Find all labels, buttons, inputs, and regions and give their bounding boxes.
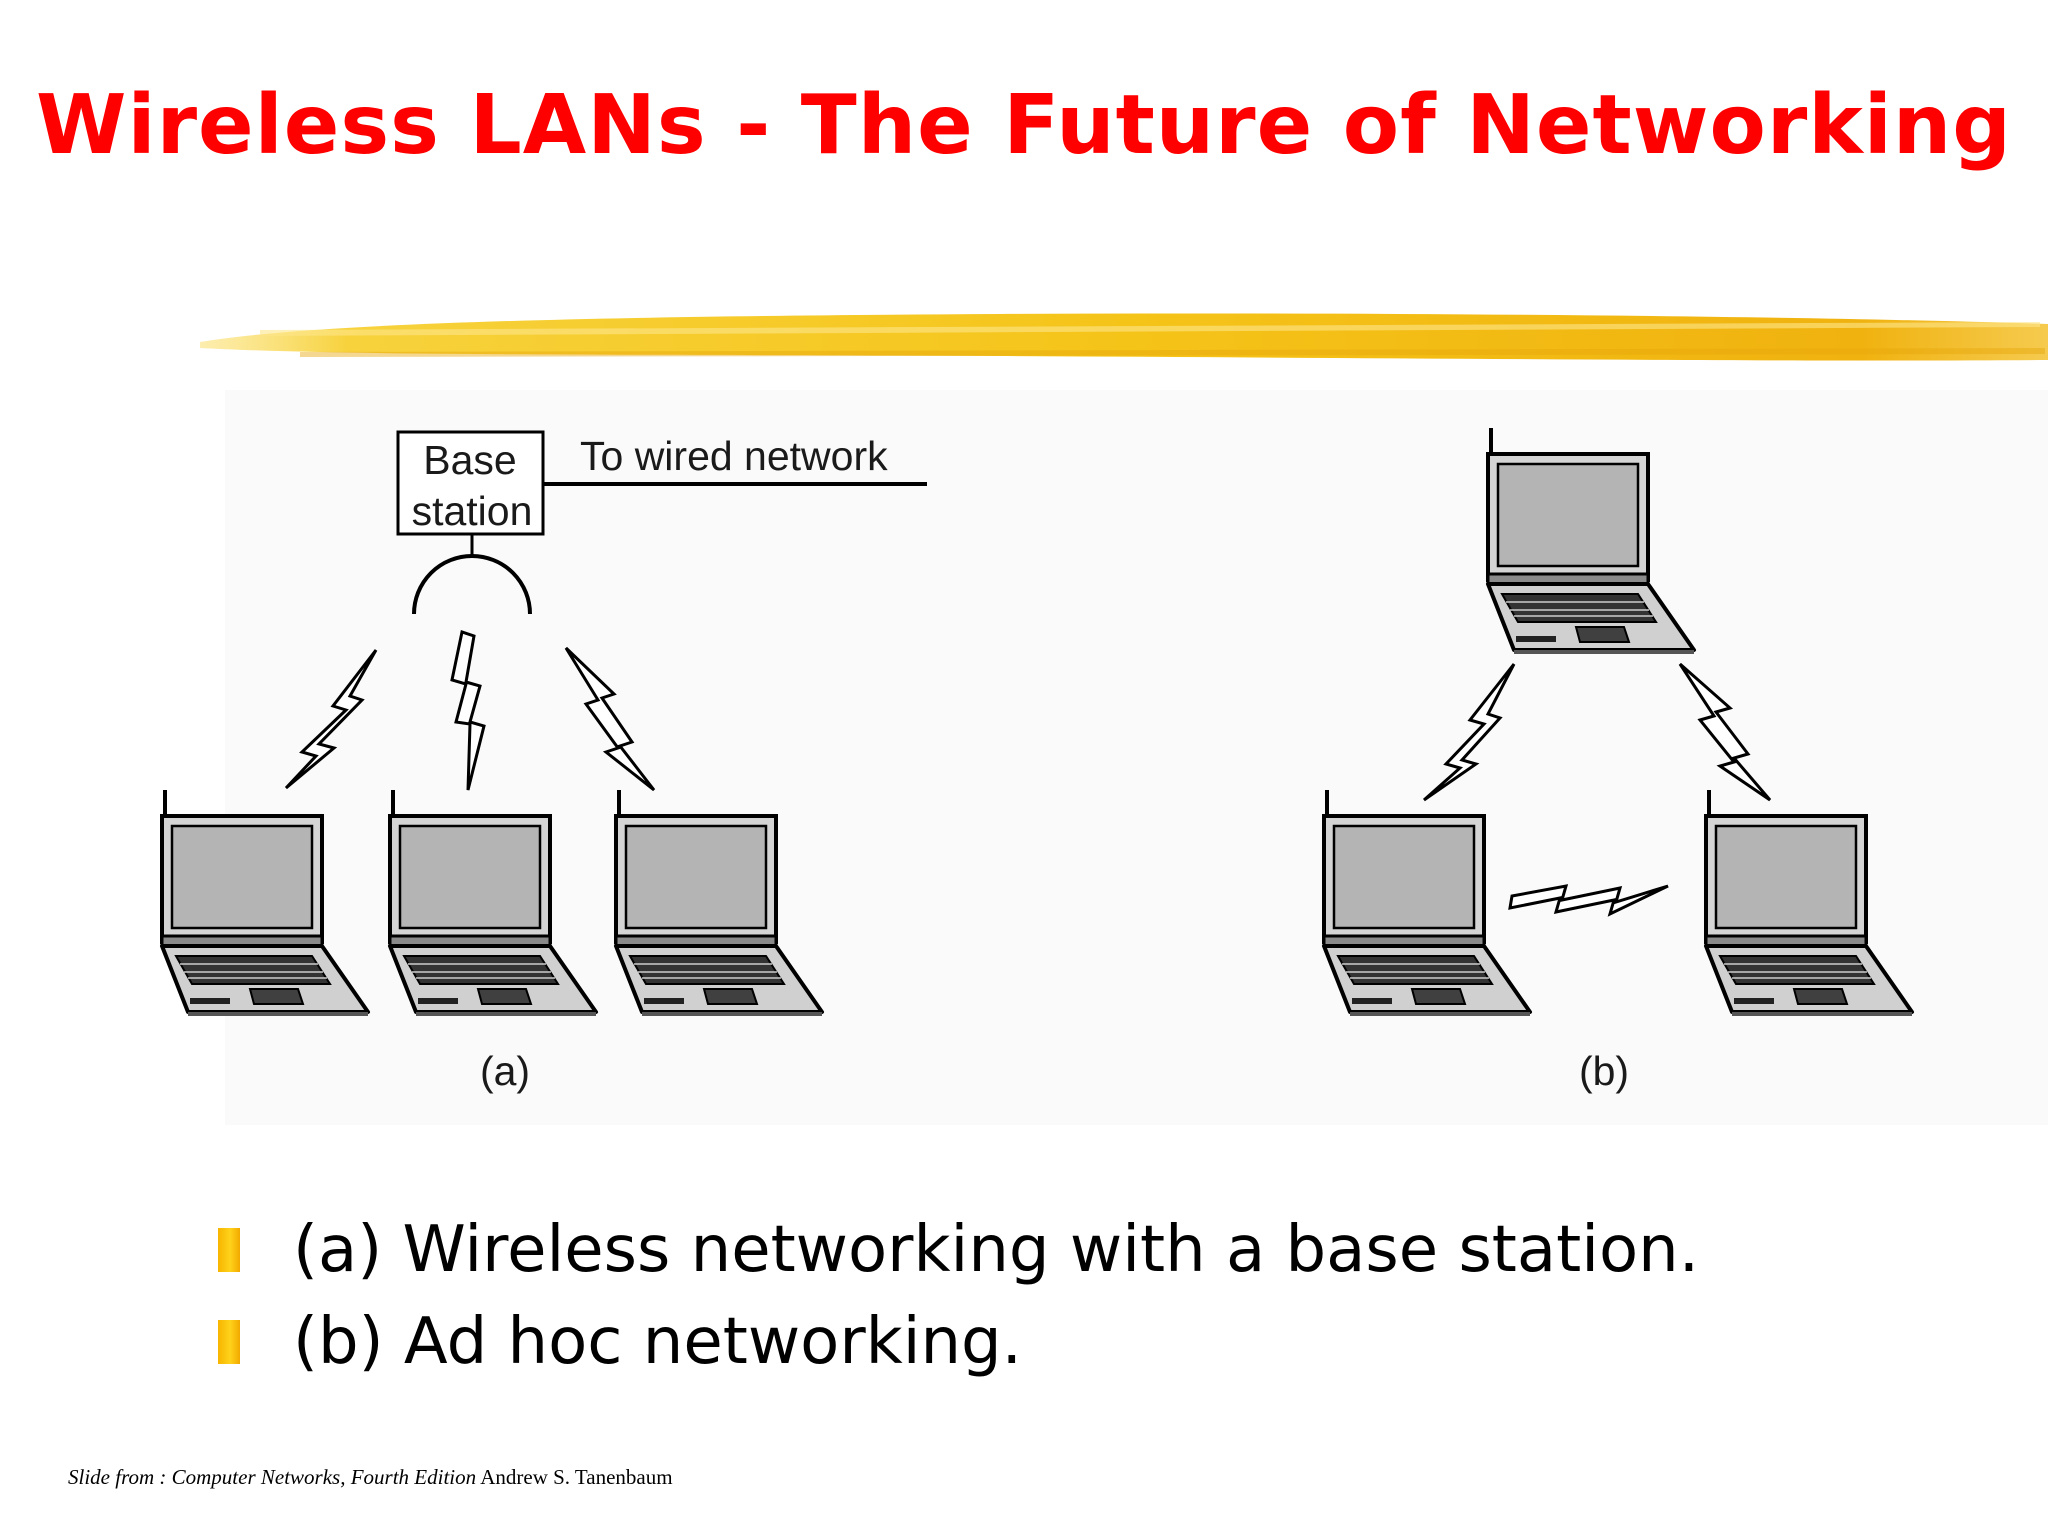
slide-title: Wireless LANs - The Future of Networking xyxy=(36,78,2012,173)
bullet-item: (b) Ad hoc networking. xyxy=(218,1302,2018,1394)
laptop-b-top-icon xyxy=(1486,426,1696,656)
slide-footer-credit: Slide from : Computer Networks, Fourth E… xyxy=(68,1465,673,1490)
laptop-b-right-icon xyxy=(1704,788,1914,1018)
bullet-item: (a) Wireless networking with a base stat… xyxy=(218,1210,2018,1302)
footer-source: Slide from : Computer Networks, Fourth E… xyxy=(68,1465,477,1489)
lightning-icon-center xyxy=(450,630,486,791)
laptop-a3-icon xyxy=(614,788,824,1018)
laptop-a2-icon xyxy=(388,788,598,1018)
caption-b: (b) xyxy=(1579,1048,1629,1094)
bullet-marker-icon xyxy=(218,1320,240,1364)
lightning-icon-right xyxy=(564,646,656,792)
bullet-text: (b) Ad hoc networking. xyxy=(293,1305,1022,1379)
base-station-label-line1: Base xyxy=(423,437,516,483)
wired-network-label: To wired network xyxy=(580,433,888,479)
caption-a: (a) xyxy=(480,1048,530,1094)
bullet-marker-icon xyxy=(218,1228,240,1272)
lightning-icon-b-right xyxy=(1678,662,1772,802)
footer-author: Andrew S. Tanenbaum xyxy=(480,1465,673,1489)
base-station-antenna xyxy=(412,554,532,615)
bullet-text: (a) Wireless networking with a base stat… xyxy=(293,1213,1700,1287)
laptop-a1-icon xyxy=(160,788,370,1018)
laptop-b-left-icon xyxy=(1322,788,1532,1018)
bullet-list: (a) Wireless networking with a base stat… xyxy=(218,1210,2018,1394)
lightning-icon-b-left xyxy=(1423,663,1516,802)
brush-stroke-divider xyxy=(200,313,2048,361)
base-station-label-line2: station xyxy=(412,488,533,534)
lightning-icon-left xyxy=(284,649,378,790)
lightning-icon-b-bottom xyxy=(1508,884,1669,917)
